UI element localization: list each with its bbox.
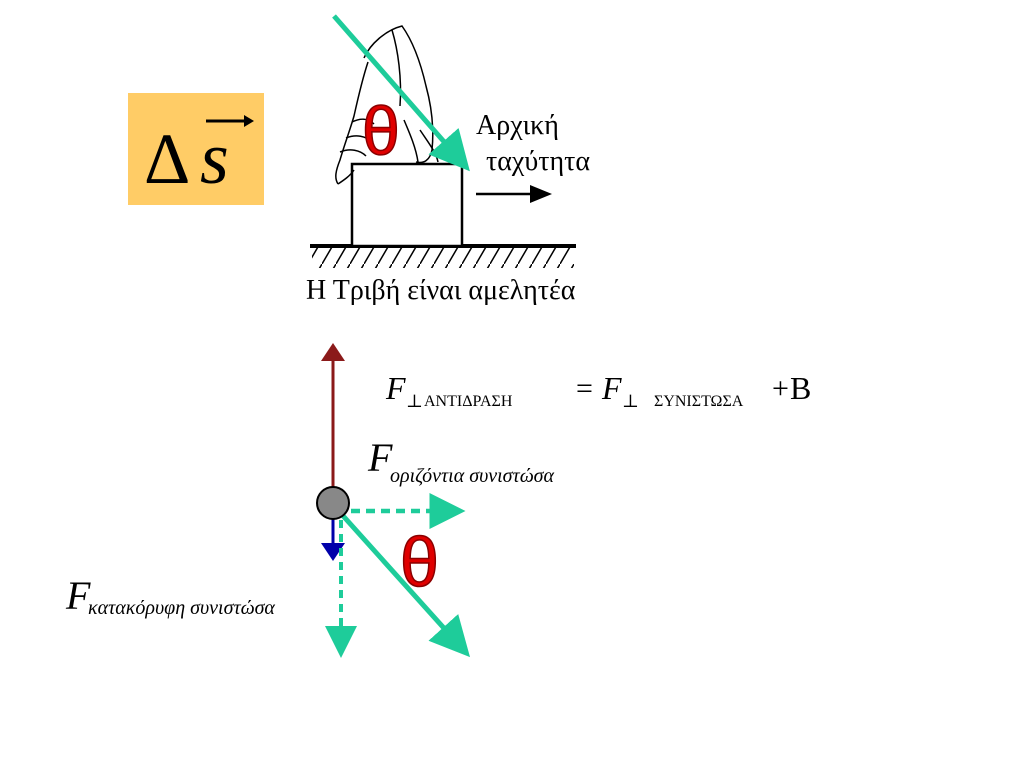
eq-perp2: ⊥	[622, 391, 639, 411]
vector-arrow-icon	[206, 115, 254, 127]
vertical-sub: κατακόρυφη συνιστώσα	[88, 597, 275, 619]
delta-symbol: Δ	[144, 119, 190, 199]
eq-F2: F	[602, 370, 622, 406]
vertical-component-label: F κατακόρυφη συνιστώσα	[66, 576, 326, 626]
eq-perp1: ⊥	[406, 391, 423, 411]
eq-B: B	[790, 370, 812, 406]
normal-force-equation: F ⊥ ΑΝΤΙΔΡΑΣΗ = F ⊥ ΣΥΝΙΣΤΩΣΑ + B	[386, 372, 826, 412]
velocity-label-line1: Αρχική	[476, 110, 559, 141]
free-body-diagram: θ	[316, 343, 471, 658]
velocity-arrow	[476, 185, 552, 203]
eq-sub2: ΣΥΝΙΣΤΩΣΑ	[654, 393, 744, 410]
body-dot	[316, 486, 350, 520]
applied-force-arrow	[332, 14, 470, 172]
eq-sub1: ΑΝΤΙΔΡΑΣΗ	[424, 393, 513, 410]
theta-bottom: θ	[400, 523, 439, 601]
applied-force-arrow-fbd	[334, 506, 471, 658]
eq-equals: =	[576, 372, 593, 405]
horizontal-F: F	[368, 435, 393, 480]
theta-top: θ	[362, 93, 400, 169]
eq-plus: +	[772, 372, 789, 405]
s-symbol: s	[200, 118, 229, 200]
displacement-box	[128, 93, 264, 205]
friction-caption: Η Τριβή είναι αμελητέα	[306, 275, 576, 306]
ground-hatching	[312, 246, 574, 268]
top-diagram: θ Αρχική ταχύτητα Η Τριβή είναι αμελητέα	[306, 14, 590, 306]
eq-F1: F	[386, 370, 406, 406]
vertical-F: F	[66, 573, 91, 618]
block	[350, 162, 464, 248]
velocity-label-line2: ταχύτητα	[486, 146, 590, 177]
displacement-symbol: Δ s	[128, 93, 264, 205]
horizontal-sub: οριζόντια συνιστώσα	[390, 465, 555, 487]
horizontal-component-label: F οριζόντια συνιστώσα	[368, 438, 618, 488]
